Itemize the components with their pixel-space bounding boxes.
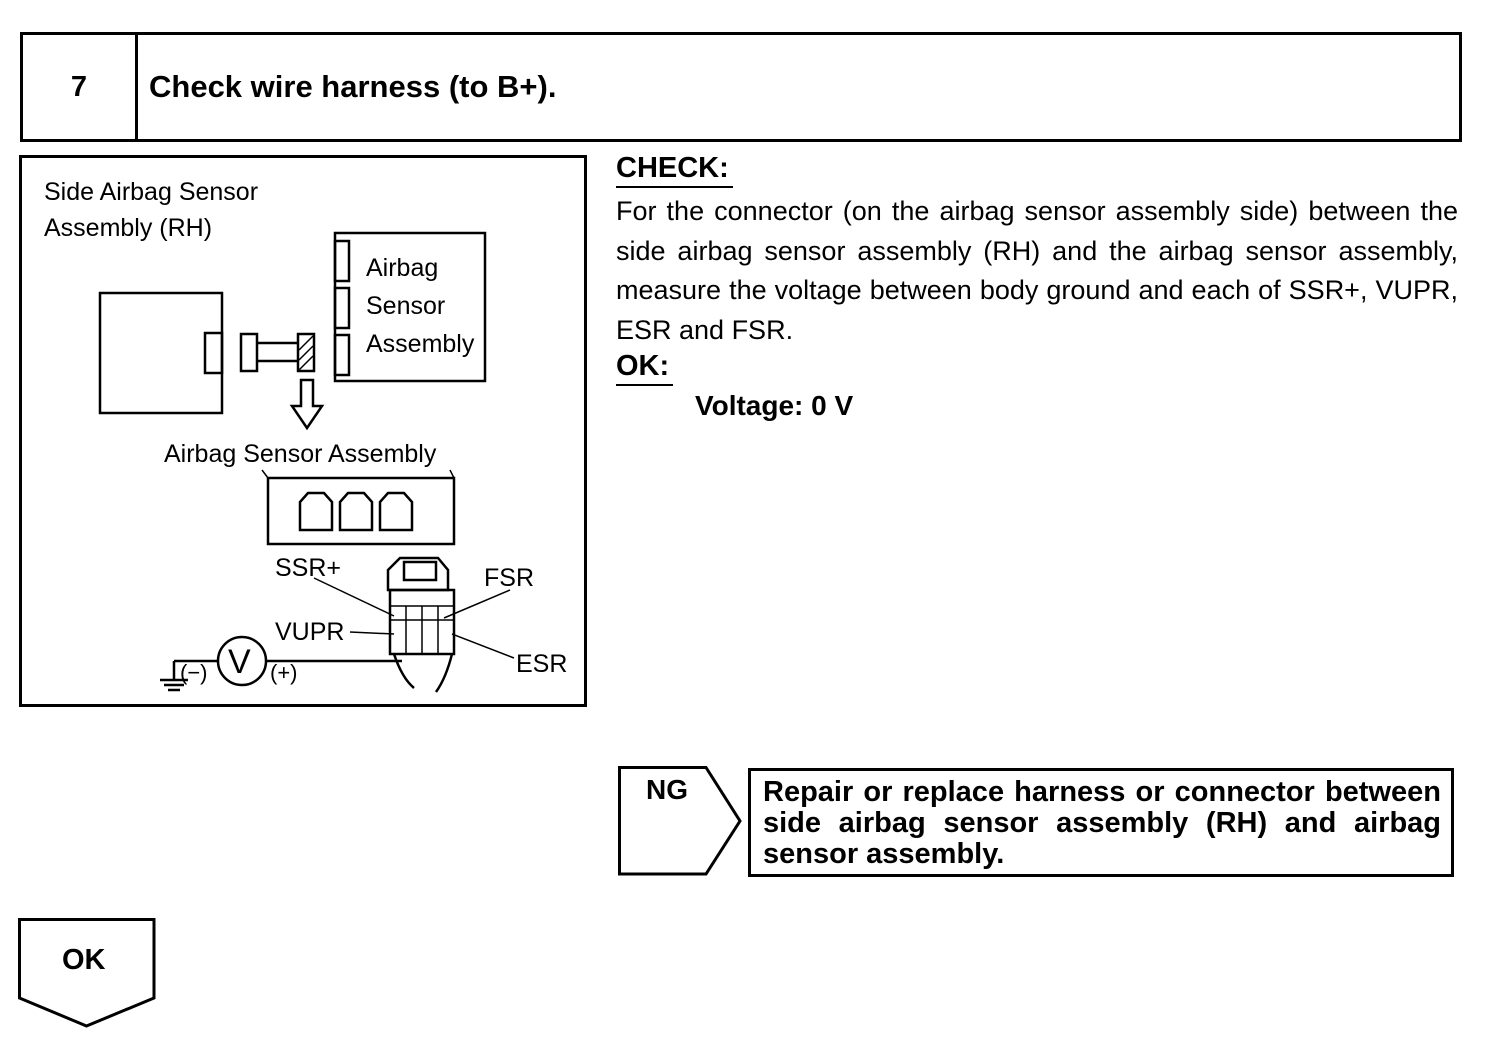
step-number: 7 [23,35,138,139]
ok-heading: OK: [616,348,674,386]
check-heading: CHECK: [616,150,733,188]
ng-action-box: Repair or replace harness or connector b… [748,768,1454,877]
pin-vupr-label: VUPR [275,618,344,646]
check-instructions: For the connector (on the airbag sensor … [616,196,1458,345]
ok-arrow-shape[interactable] [18,918,158,1030]
meter-symbol: V [228,643,251,681]
label-side-sensor-1: Side Airbag Sensor [44,178,258,206]
ng-arrow-shape[interactable] [618,766,744,878]
label-airbag-sensor-2: Sensor [366,292,445,320]
label-airbag-sensor-1: Airbag [366,254,438,282]
step-header: 7 Check wire harness (to B+). [20,32,1462,142]
ng-action-text: Repair or replace harness or connector b… [763,776,1441,870]
harness-connector [296,332,316,373]
step-title: Check wire harness (to B+). [149,69,557,104]
ok-arrow-label: OK [62,944,106,976]
connector-face [266,476,456,546]
pin-esr-label: ESR [516,650,567,678]
pin-fsr-label: FSR [484,564,534,592]
side-sensor-box [98,291,224,415]
meter-positive: (+) [270,660,298,685]
diagram-illustration: Side Airbag Sensor Assembly (RH) Airbag … [44,178,567,693]
label-side-sensor-2: Assembly (RH) [44,214,212,242]
label-airbag-sensor-3: Assembly [366,330,475,358]
pin-ssr-label: SSR+ [275,554,341,582]
wiring-diagram: Side Airbag Sensor Assembly (RH) Airbag … [19,155,587,707]
meter-negative: (−) [180,660,208,685]
side-sensor-connector [203,331,224,375]
label-connector-view: Airbag Sensor Assembly [164,440,437,468]
ok-spec-value: Voltage: 0 V [695,390,854,421]
down-arrow-icon [289,378,325,431]
ng-label: NG [646,774,688,805]
